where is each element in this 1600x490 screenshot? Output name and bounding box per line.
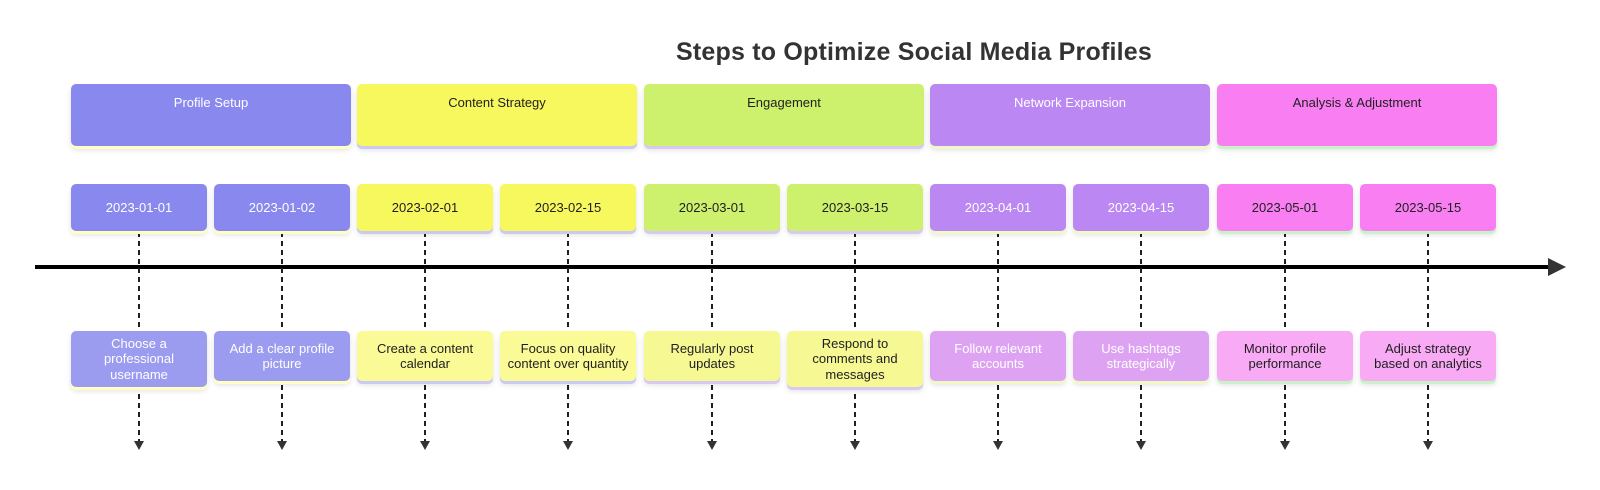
section-header: Network Expansion: [930, 84, 1210, 146]
event-date: 2023-04-01: [964, 200, 1032, 215]
section-header: Engagement: [644, 84, 924, 146]
down-arrow-icon: [1423, 441, 1433, 450]
event-date-box: 2023-05-15: [1360, 184, 1496, 231]
event-task-box: Monitor profile performance: [1217, 331, 1353, 381]
event-date: 2023-03-01: [678, 200, 746, 215]
section-header: Analysis & Adjustment: [1217, 84, 1497, 146]
event-date-box: 2023-04-15: [1073, 184, 1209, 231]
event-task: Add a clear profile picture: [229, 340, 335, 371]
event-task: Choose a professional username: [103, 336, 175, 382]
event-task: Respond to comments and messages: [812, 336, 898, 382]
event-task: Use hashtags strategically: [1101, 340, 1181, 371]
section-label: Network Expansion: [1014, 95, 1126, 110]
event-date: 2023-02-01: [391, 200, 459, 215]
event-task-box: Add a clear profile picture: [214, 331, 350, 381]
event-date-box: 2023-02-15: [500, 184, 636, 231]
down-arrow-icon: [1280, 441, 1290, 450]
down-arrow-icon: [1136, 441, 1146, 450]
event-date: 2023-02-15: [534, 200, 602, 215]
event-date-box: 2023-02-01: [357, 184, 493, 231]
axis-right-arrow-icon: [1548, 258, 1566, 276]
down-arrow-icon: [850, 441, 860, 450]
event-task-box: Use hashtags strategically: [1073, 331, 1209, 381]
section-header: Profile Setup: [71, 84, 351, 146]
event-date: 2023-01-01: [105, 200, 173, 215]
section-label: Content Strategy: [448, 95, 546, 110]
down-arrow-icon: [563, 441, 573, 450]
event-task-box: Adjust strategy based on analytics: [1360, 331, 1496, 381]
event-date-box: 2023-01-02: [214, 184, 350, 231]
section-label: Profile Setup: [173, 95, 249, 110]
event-date-box: 2023-04-01: [930, 184, 1066, 231]
section-label: Analysis & Adjustment: [1292, 95, 1422, 110]
down-arrow-icon: [707, 441, 717, 450]
event-task: Adjust strategy based on analytics: [1374, 340, 1482, 371]
diagram-title: Steps to Optimize Social Media Profiles: [676, 38, 1152, 66]
event-date: 2023-04-15: [1107, 200, 1175, 215]
event-task-box: Respond to comments and messages: [787, 331, 923, 387]
event-date-box: 2023-01-01: [71, 184, 207, 231]
event-date-box: 2023-05-01: [1217, 184, 1353, 231]
timeline-axis: [35, 265, 1548, 269]
event-date-box: 2023-03-15: [787, 184, 923, 231]
event-task-box: Focus on quality content over quantity: [500, 331, 636, 381]
event-task: Follow relevant accounts: [954, 340, 1042, 371]
event-task: Create a content calendar: [376, 340, 474, 371]
down-arrow-icon: [134, 441, 144, 450]
event-date: 2023-05-15: [1394, 200, 1462, 215]
event-date: 2023-05-01: [1251, 200, 1319, 215]
event-task-box: Follow relevant accounts: [930, 331, 1066, 381]
event-task-box: Regularly post updates: [644, 331, 780, 381]
event-task: Regularly post updates: [670, 340, 754, 371]
down-arrow-icon: [993, 441, 1003, 450]
event-date: 2023-01-02: [248, 200, 316, 215]
event-task-box: Create a content calendar: [357, 331, 493, 381]
event-date-box: 2023-03-01: [644, 184, 780, 231]
down-arrow-icon: [277, 441, 287, 450]
event-task: Focus on quality content over quantity: [507, 340, 629, 371]
event-date: 2023-03-15: [821, 200, 889, 215]
section-header: Content Strategy: [357, 84, 637, 146]
event-task: Monitor profile performance: [1243, 340, 1327, 371]
section-label: Engagement: [747, 95, 821, 110]
event-task-box: Choose a professional username: [71, 331, 207, 387]
down-arrow-icon: [420, 441, 430, 450]
